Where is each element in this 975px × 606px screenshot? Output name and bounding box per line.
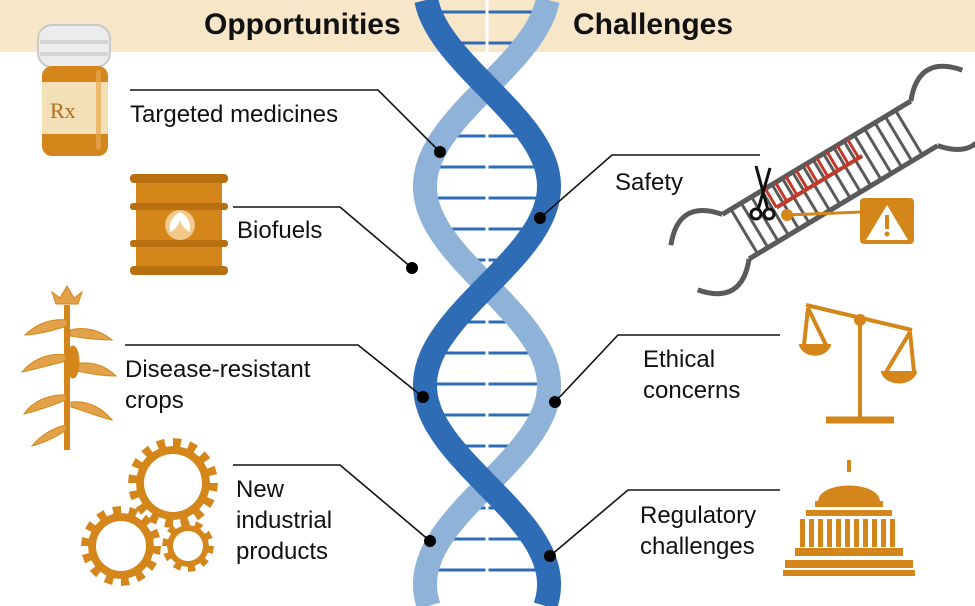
edited-rung xyxy=(835,144,850,165)
ladder-rung xyxy=(811,159,842,206)
connector-dots xyxy=(406,146,561,562)
capitol-column xyxy=(818,519,823,547)
ladder-rung xyxy=(791,171,821,218)
edited-rung xyxy=(784,175,799,196)
dot-new-industrial-products xyxy=(424,535,436,547)
ladder-rung xyxy=(863,128,893,175)
dot-safety xyxy=(534,212,546,224)
dna-helix xyxy=(412,0,562,606)
gear-small-icon xyxy=(162,520,214,572)
connector-targeted-medicines xyxy=(130,89,441,153)
ladder-rung xyxy=(739,202,770,249)
ladder-rung xyxy=(832,146,862,193)
dna-edit-warning-icon xyxy=(668,63,975,297)
capitol-column xyxy=(836,519,841,547)
ladder-rung xyxy=(894,109,924,156)
helix-strand-dark xyxy=(413,0,562,606)
ladder-rung xyxy=(822,152,852,199)
gear-hole xyxy=(144,454,202,512)
ladder-rung xyxy=(770,183,801,230)
capitol-column xyxy=(800,519,805,547)
edited-rung xyxy=(825,150,840,172)
fuel-barrel-icon xyxy=(130,174,228,275)
label-new-industrial-products: New industrial products xyxy=(236,476,333,565)
gear-hole xyxy=(96,521,146,571)
label-safety: Safety xyxy=(615,169,683,196)
scales-icon xyxy=(798,303,918,424)
edited-rung xyxy=(805,163,819,184)
capitol-column xyxy=(881,519,886,547)
opportunities-heading: Opportunities xyxy=(204,8,401,41)
gear-hole xyxy=(173,531,203,561)
ladder-rung xyxy=(883,115,914,162)
edited-rung xyxy=(815,156,830,178)
label-targeted-medicines: Targeted medicines xyxy=(130,101,338,128)
warning-sign-icon xyxy=(860,198,914,244)
gear-medium-icon xyxy=(81,506,161,586)
capitol-column xyxy=(863,519,868,547)
scissors-icon xyxy=(749,165,776,221)
edited-rung xyxy=(846,138,861,159)
dot-regulatory-challenges xyxy=(544,550,556,562)
pill-bottle-icon: Rx xyxy=(37,24,111,156)
ladder-rung xyxy=(801,165,831,212)
helix-strand-light xyxy=(412,0,561,606)
label-regulatory-challenges: Regulatory challenges xyxy=(640,502,757,560)
corn-plant-icon xyxy=(20,285,118,450)
label-biofuels: Biofuels xyxy=(237,217,322,244)
connector-new-industrial-products xyxy=(233,464,431,542)
connectors xyxy=(125,89,780,557)
capitol-column xyxy=(827,519,832,547)
capitol-building-icon xyxy=(783,460,915,576)
label-disease-resistant-crops: Disease-resistant crops xyxy=(125,356,311,414)
ladder-rung xyxy=(873,121,903,169)
gears-icon xyxy=(81,438,218,586)
rx-symbol: Rx xyxy=(50,98,76,123)
ladder-rung xyxy=(842,140,873,187)
connector-biofuels xyxy=(233,206,413,269)
capitol-column xyxy=(890,519,895,547)
ladder-rung xyxy=(750,196,780,243)
edited-rung xyxy=(763,187,778,209)
dot-biofuels xyxy=(406,262,418,274)
dot-targeted-medicines xyxy=(434,146,446,158)
connector-safety xyxy=(539,154,760,219)
ladder-rung xyxy=(729,208,759,255)
dot-disease-resistant-crops xyxy=(417,391,429,403)
capitol-column xyxy=(854,519,859,547)
label-ethical-concerns: Ethical concerns xyxy=(643,346,741,404)
capitol-column xyxy=(809,519,814,547)
connector-disease-resistant-crops xyxy=(125,344,424,398)
connector-ethical-concerns xyxy=(554,334,780,403)
edited-rung xyxy=(774,181,789,203)
dot-ethical-concerns xyxy=(549,396,561,408)
edited-rung xyxy=(794,169,809,190)
capitol-column xyxy=(845,519,850,547)
ladder-rung xyxy=(853,134,883,181)
capitol-column xyxy=(872,519,877,547)
gear-large-icon xyxy=(128,438,218,528)
connector-regulatory-challenges xyxy=(549,489,780,557)
challenges-heading: Challenges xyxy=(573,8,734,41)
